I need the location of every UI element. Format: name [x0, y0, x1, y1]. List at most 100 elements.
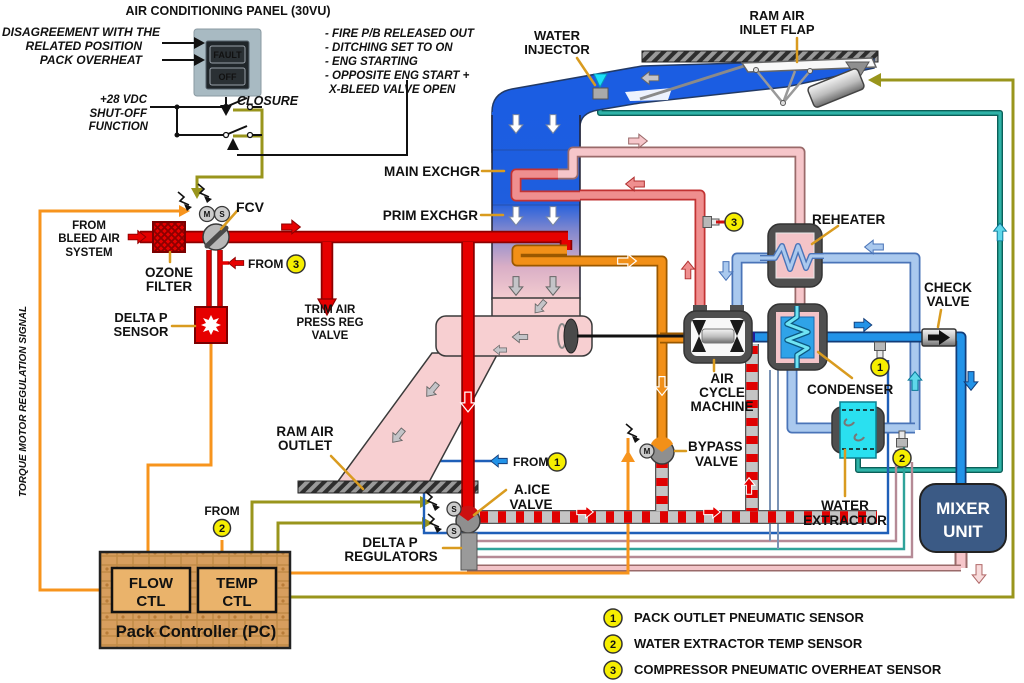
- ozone-label-2: FILTER: [146, 279, 192, 294]
- condition-1: - FIRE P/B RELEASED OUT: [325, 28, 475, 40]
- mixer-label-2: UNIT: [943, 522, 983, 541]
- closure-label: CLOSURE: [237, 94, 299, 108]
- sensor-3-badge: 3: [724, 212, 744, 232]
- trim-label-3: VALVE: [312, 330, 349, 342]
- vdc-label-1: +28 VDC: [100, 94, 148, 106]
- sensor-1-number: 1: [877, 362, 883, 374]
- air-conditioning-panel: [193, 28, 262, 97]
- legend-1-number: 1: [610, 613, 616, 625]
- from-3-label: FROM: [248, 257, 283, 271]
- ram-outlet-label-1: RAM AIR: [276, 424, 333, 439]
- vdc-label-2: SHUT-OFF: [90, 108, 148, 120]
- tempctl-to-bypass-signal: [276, 438, 635, 575]
- check-valve-label-2: VALVE: [926, 294, 969, 309]
- trim-label-2: PRESS REG: [296, 317, 363, 329]
- check-valve-label-1: CHECK: [924, 280, 972, 295]
- main-exchgr-label: MAIN EXCHGR: [384, 164, 480, 179]
- legend-2-number: 2: [610, 639, 616, 651]
- temp-ctl-label-1: TEMP: [216, 575, 258, 592]
- ram-air-outlet-duct: [297, 297, 593, 494]
- ozone-label-1: OZONE: [145, 265, 193, 280]
- legend-1-text: PACK OUTLET PNEUMATIC SENSOR: [634, 610, 865, 625]
- off-label: OFF: [219, 72, 237, 82]
- fcv-m-letter: M: [204, 210, 211, 219]
- flow-ctl-box: [110, 566, 192, 614]
- pack-off-button: [209, 67, 246, 86]
- condition-4: - OPPOSITE ENG START +: [325, 70, 470, 82]
- deltap-regulators-block: [460, 532, 478, 571]
- water-injector-label-1: WATER: [534, 28, 581, 43]
- sensor-3-number: 3: [731, 217, 737, 229]
- flap-actuator: [807, 68, 865, 108]
- water-injector-label-2: INJECTOR: [524, 42, 590, 57]
- water-extractor: [831, 401, 885, 459]
- legend-3-number: 3: [610, 665, 616, 677]
- ozone-filter: [152, 221, 186, 253]
- fault-label: FAULT: [213, 50, 242, 60]
- inlet-flap: [740, 57, 878, 73]
- compressor-overheat-sensor-probe: [702, 216, 725, 228]
- from-1-number: 1: [554, 457, 560, 469]
- deltap-to-flowctl-signal: [142, 343, 213, 565]
- aice-solenoid-2: [446, 523, 462, 539]
- from-1-badge: 1: [547, 452, 567, 472]
- fcv-solenoid: [213, 205, 231, 223]
- from-bleed-label-3: SYSTEM: [65, 247, 112, 259]
- compressor-discharge-pipe: [510, 168, 706, 316]
- bypass-label-2: VALVE: [695, 454, 738, 469]
- bypass-label-1: BYPASS: [688, 439, 743, 454]
- condition-5: X-BLEED VALVE OPEN: [328, 84, 456, 96]
- reheater-label: REHEATER: [812, 212, 886, 227]
- flap-control-signal-line: [276, 73, 1015, 599]
- legend-3-text: COMPRESSOR PNEUMATIC OVERHEAT SENSOR: [634, 662, 942, 677]
- label-leaders: [168, 36, 943, 550]
- ram-inlet-label-2: INLET FLAP: [739, 22, 814, 37]
- acm-label-3: MACHINE: [691, 399, 754, 414]
- trim-label-1: TRIM AIR: [305, 304, 356, 316]
- condition-2: - DITCHING SET TO ON: [325, 42, 453, 54]
- deltap-reg-label-1: DELTA P: [362, 535, 417, 550]
- ram-air-inlet-assembly: [491, 50, 879, 153]
- pack-discharge-striped-duct: [478, 344, 877, 524]
- sensor-1-badge: 1: [870, 357, 890, 377]
- condenser: [767, 303, 828, 371]
- from-bleed-label-1: FROM: [72, 220, 106, 232]
- water-extractor-label-2: EXTRACTOR: [803, 513, 887, 528]
- sensor-2-number: 2: [899, 453, 905, 465]
- fcv-s-letter: S: [219, 210, 225, 219]
- torque-motor-signal-line: [38, 205, 190, 592]
- pc-to-aice-signal-lines: [250, 496, 433, 552]
- mixer-unit: [919, 483, 1007, 553]
- vdc-label-3: FUNCTION: [89, 121, 149, 133]
- from-2-number: 2: [219, 523, 225, 535]
- from-3-badge: 3: [286, 254, 306, 274]
- from-2-label: FROM: [204, 504, 239, 518]
- fcv-label: FCV: [236, 199, 265, 215]
- legend-2-text: WATER EXTRACTOR TEMP SENSOR: [634, 636, 863, 651]
- prim-exchgr-label: PRIM EXCHGR: [383, 208, 479, 223]
- ram-air-scoop: [491, 58, 875, 153]
- sensor-2-badge: 2: [892, 448, 912, 468]
- air-cycle-machine: [683, 305, 753, 364]
- aice-solenoid-1: [446, 501, 462, 517]
- mixer-outlet-line: [467, 550, 987, 584]
- aice-s2-letter: S: [451, 527, 457, 536]
- water-drain-loop: [597, 98, 1003, 473]
- legend: 1 PACK OUTLET PNEUMATIC SENSOR 2 WATER E…: [603, 608, 942, 680]
- pack-overheat-label: PACK OVERHEAT: [40, 53, 144, 67]
- bypass-m-letter: M: [644, 447, 651, 456]
- pack-controller-title: Pack Controller (PC): [116, 623, 276, 641]
- flow-ctl-label-1: FLOW: [129, 575, 174, 592]
- from-3-number: 3: [293, 259, 299, 271]
- aice-label-1: A.ICE: [514, 482, 550, 497]
- aice-label-2: VALVE: [509, 497, 552, 512]
- acp-title: AIR CONDITIONING PANEL (30VU): [125, 4, 330, 18]
- aice-s1-letter: S: [451, 505, 457, 514]
- acm-label-2: CYCLE: [699, 385, 745, 400]
- acm-label-1: AIR: [710, 371, 734, 386]
- aice-valve: [425, 491, 481, 571]
- ram-inlet-label-1: RAM AIR: [749, 8, 805, 23]
- from-bleed-label-2: BLEED AIR: [58, 233, 120, 245]
- condenser-label: CONDENSER: [807, 382, 894, 397]
